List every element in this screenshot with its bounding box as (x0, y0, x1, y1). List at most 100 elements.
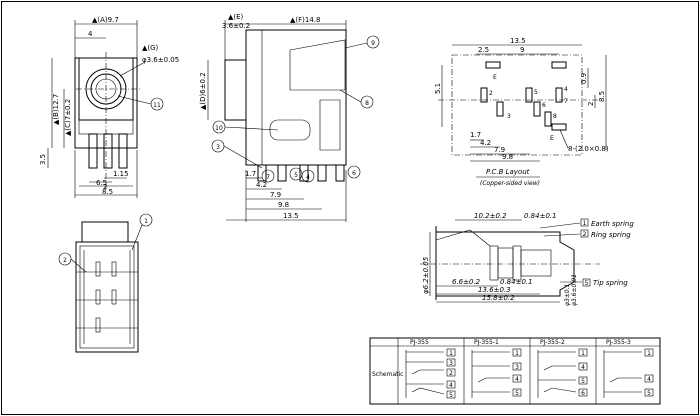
plug-dim-15-8: 15.8±0.2 (482, 294, 515, 302)
front-dim-8-5: 8.5 (102, 188, 113, 196)
front-dim-a: ▲(A)9.7 (92, 16, 119, 24)
callout-3: 3 (216, 144, 220, 151)
front-dim-1-15: 1.15 (113, 170, 129, 178)
front-dim-6-5: 6.5 (96, 179, 107, 187)
plug-dim-6-6: 6.6±0.2 (452, 278, 481, 286)
pcb-dim-7-9: 7.9 (494, 146, 505, 154)
s1-pin-1: 1 (449, 350, 453, 357)
earth-spring-label: Earth spring (591, 220, 634, 228)
front-dim-c: ▲(C)7±0.2 (64, 99, 72, 136)
pad-label-e2: E (550, 135, 554, 142)
pcb-dim-9-8: 9.8 (502, 153, 513, 161)
contact-ring-a (489, 245, 499, 281)
plug-dim-10-2: 10.2±0.2 (474, 212, 507, 220)
s2-pin-4: 4 (515, 376, 519, 383)
callout-5: 5 (294, 172, 298, 179)
side-dim-13-5: 13.5 (283, 212, 299, 220)
schematic-table: Schematic PJ-355 PJ-355-1 PJ-355-2 PJ-35… (369, 337, 661, 405)
plug-dim-0-84: 0.84±0.1 (524, 212, 557, 220)
plug-dim-13-6: 13.6±0.3 (478, 286, 511, 294)
side-dim-9-8: 9.8 (278, 201, 289, 209)
side-dim-e-val: 3.6±0.2 (222, 22, 250, 30)
tip-num: 5 (585, 280, 589, 287)
earth-num: 1 (583, 220, 587, 227)
front-view: ▲(A)9.7 4 ▲(G) φ3.6±0.05 ▲(B)12.7 ▲(C)7±… (39, 16, 179, 198)
s1-pin-4: 4 (449, 382, 453, 389)
pad-label-7: 7 (564, 98, 568, 105)
contact-ring-b (512, 245, 522, 281)
ring-spring-label: Ring spring (591, 231, 631, 239)
pcb-dim-2: 2 (587, 102, 595, 106)
s3-pin-5: 5 (581, 378, 585, 385)
front-dim-3-5: 3.5 (39, 154, 47, 165)
schematic-cell-2: 1 3 4 5 (471, 348, 522, 398)
pad-label-e1: E (493, 74, 497, 81)
bottom-callout-2: 2 (63, 257, 67, 264)
s1-pin-2: 2 (449, 370, 453, 377)
side-dim-1-7: 1.7 (245, 170, 256, 178)
pad-label-3: 3 (507, 113, 511, 120)
plug-dim-dia2: φ3±0.1 (564, 284, 571, 306)
side-dim-7-9: 7.9 (270, 191, 281, 199)
s3-pin-4: 4 (581, 364, 585, 371)
pad-label-6: 6 (542, 102, 546, 109)
pad-label-5: 5 (534, 89, 538, 96)
callout-9: 9 (371, 40, 375, 47)
schematic-header-3: PJ-355-2 (540, 339, 565, 346)
front-dim-2: 2 (103, 183, 107, 191)
pcb-dim-0-9: 0.9 (580, 73, 588, 84)
s2-pin-1: 1 (515, 350, 519, 357)
pcb-dim-2-5: 2.5 (478, 46, 489, 54)
pcb-dim-9: 9 (520, 46, 524, 54)
plug-view: 10.2±0.2 0.84±0.1 φ6.2±0.05 1 Earth spri… (420, 212, 634, 306)
pcb-layout: E 2 3 4 5 6 7 8 E 13.5 2.5 9 5.1 0.9 2 8… (434, 37, 609, 187)
schematic-cell-4: 1 4 5 (603, 348, 654, 398)
schematic-header-1: PJ-355 (410, 339, 429, 346)
s4-pin-1: 1 (647, 350, 651, 357)
side-dim-4-2: 4.2 (256, 181, 267, 189)
tip-spring-label: Tip spring (593, 279, 628, 287)
ring-num: 2 (583, 231, 587, 238)
s3-pin-1: 1 (581, 350, 585, 357)
s1-pin-3: 3 (449, 360, 453, 367)
side-dim-f: ▲(F)14.8 (290, 16, 320, 24)
front-dim-g-dia: φ3.6±0.05 (142, 56, 179, 64)
schematic-row-label: Schematic (372, 371, 403, 378)
callout-8: 8 (365, 100, 369, 107)
s4-pin-4: 4 (647, 376, 651, 383)
plug-dim-dia: φ6.2±0.05 (422, 256, 430, 294)
bottom-view: 1 2 (58, 213, 153, 353)
s3-pin-6: 6 (581, 390, 585, 397)
callout-4: 4 (306, 174, 310, 181)
side-view: ▲(E) 3.6±0.2 ▲(F)14.8 ▲(D)6±0.2 1.7 4.2 … (199, 13, 380, 222)
front-dim-4: 4 (88, 30, 93, 38)
pcb-pad-spec: 8-(2.0×0.8) (568, 145, 609, 153)
callout-7: 7 (266, 174, 270, 181)
callout-11: 11 (153, 102, 161, 109)
callout-10: 10 (215, 125, 223, 132)
pcb-dim-8-5: 8.5 (598, 91, 606, 102)
pcb-dim-4-2: 4.2 (480, 139, 491, 147)
s1-pin-5: 5 (449, 392, 453, 399)
pcb-dim-5-1: 5.1 (434, 83, 442, 94)
front-dim-g: ▲(G) (142, 44, 159, 52)
plug-dim-0-84b: 0.84±0.1 (500, 278, 533, 286)
front-dim-b: ▲(B)12.7 (52, 94, 60, 125)
s2-pin-5: 5 (515, 390, 519, 397)
schematic-header-4: PJ-355-3 (606, 339, 631, 346)
schematic-cell-1: 1 3 2 4 5 (405, 348, 456, 399)
callout-6: 6 (352, 170, 356, 177)
plug-dim-dia3: φ3.6±0.01 (571, 274, 578, 306)
s2-pin-3: 3 (515, 364, 519, 371)
pcb-caption: P.C.B Layout (486, 168, 530, 176)
pad-label-4: 4 (564, 86, 568, 93)
bottom-callout-1: 1 (144, 218, 148, 225)
pcb-dim-13-5: 13.5 (510, 37, 526, 45)
side-dim-d: ▲(D)6±0.2 (199, 72, 207, 110)
pcb-caption-sub: (Copper-sided view) (480, 180, 540, 187)
schematic-cell-3: 1 4 5 6 (537, 348, 588, 398)
pad-label-2: 2 (489, 90, 493, 97)
pad-label-8: 8 (553, 113, 557, 120)
